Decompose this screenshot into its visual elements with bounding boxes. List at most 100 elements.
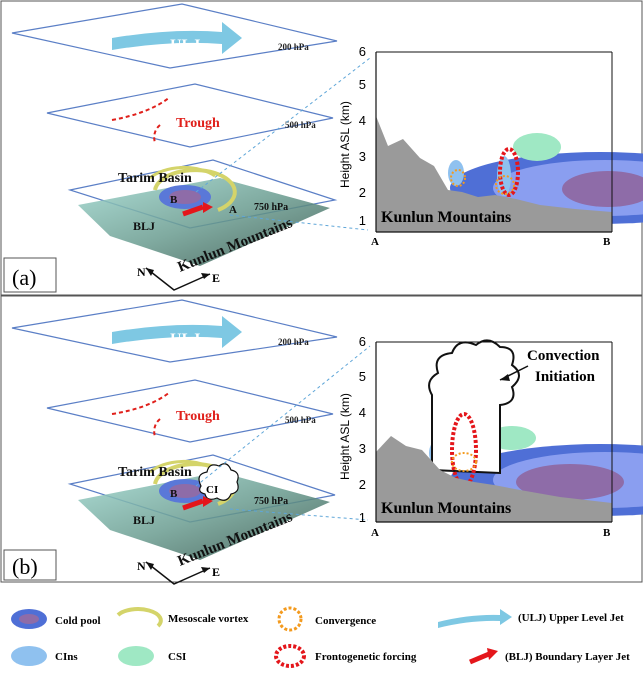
- trough-label: Trough: [176, 409, 220, 424]
- plane-200hpa: [11, 299, 338, 363]
- legend-label: CSI: [168, 651, 186, 663]
- legend: Cold pool Mesoscale vortex Convergence (…: [11, 606, 630, 668]
- compass-n-head: [146, 562, 154, 570]
- ci-cloud-icon: [198, 463, 239, 501]
- convection-pointer-head: [500, 374, 510, 381]
- plane-500hpa: [46, 83, 334, 148]
- panel-b-label: (b): [12, 554, 38, 579]
- convergence-ring: [451, 452, 477, 472]
- compass-axes: [145, 561, 211, 585]
- legend-label: CIns: [55, 651, 78, 663]
- y-axis-label: Height ASL (km): [338, 393, 352, 480]
- level-500-label: 500 hPa: [285, 415, 316, 425]
- x-end-label: B: [603, 236, 611, 248]
- y-tick: 4: [359, 405, 366, 420]
- trough-line-lower: [153, 124, 161, 144]
- point-a-label: A: [229, 204, 237, 216]
- trough-line: [111, 391, 171, 415]
- cold-pool-core-map: [169, 190, 201, 204]
- y-tick: 3: [359, 441, 366, 456]
- compass-n-label: N: [137, 265, 146, 279]
- y-tick: 4: [359, 113, 366, 128]
- compass-n-head: [146, 268, 154, 276]
- legend-label: (BLJ) Boundary Layer Jet: [505, 651, 630, 663]
- cold-pool-core: [516, 464, 624, 500]
- x-start-label: A: [371, 236, 379, 248]
- vortex-map-upper: [149, 459, 216, 474]
- trough-line-lower: [153, 418, 161, 438]
- guide-line-bottom: [229, 508, 369, 521]
- point-b-label: B: [170, 194, 178, 206]
- y-tick: 6: [359, 44, 366, 59]
- frontogenesis-ring: [498, 147, 520, 197]
- compass-n-label: N: [137, 559, 146, 573]
- y-tick: 6: [359, 334, 366, 349]
- convergence-icon: [277, 606, 303, 632]
- tarim-basin-label: Tarim Basin: [118, 465, 192, 480]
- cold-pool-core: [562, 171, 643, 207]
- legend-label: Cold pool: [55, 615, 101, 627]
- boundary-layer-jet-icon: [469, 651, 490, 665]
- compass-e-label: E: [212, 271, 220, 285]
- x-start-label: A: [371, 527, 379, 539]
- terrain-profile: [376, 436, 612, 522]
- legend-label: Frontogenetic forcing: [315, 651, 417, 663]
- panel-a-label-box: [3, 257, 57, 293]
- y-tick: 3: [359, 149, 366, 164]
- guide-line-top: [195, 57, 371, 193]
- y-tick: 2: [359, 185, 366, 200]
- csi-icon: [118, 646, 154, 666]
- panel-a-label: (a): [12, 265, 36, 290]
- point-b-label: B: [170, 488, 178, 500]
- vortex-map-upper: [149, 165, 216, 180]
- guide-line-bottom: [229, 214, 369, 231]
- upper-level-jet-icon: [438, 609, 512, 628]
- compass-e-head: [201, 567, 210, 573]
- level-750-label: 750 hPa: [254, 496, 288, 507]
- blj-arrow-map: [182, 204, 204, 217]
- y-tick: 1: [359, 213, 366, 228]
- panel-b-label-box: [3, 549, 57, 581]
- blj-label: BLJ: [133, 219, 155, 233]
- blj-arrow-head: [203, 496, 213, 507]
- legend-label: (ULJ) Upper Level Jet: [518, 612, 624, 624]
- panel-a-frame: [0, 0, 643, 296]
- level-750-label: 750 hPa: [254, 202, 288, 213]
- section-mountains-label: Kunlun Mountains: [381, 209, 511, 226]
- plane-500hpa: [46, 379, 334, 443]
- level-200-label: 200 hPa: [278, 337, 309, 347]
- trough-line: [111, 96, 171, 121]
- ulj-label: ULJ: [170, 37, 200, 54]
- terrain-profile: [376, 116, 612, 232]
- legend-label: Convergence: [315, 615, 376, 627]
- plane-200hpa: [11, 3, 338, 69]
- y-axis-label: Height ASL (km): [338, 101, 352, 188]
- y-tick: 2: [359, 477, 366, 492]
- blj-label: BLJ: [133, 513, 155, 527]
- level-500-label: 500 hPa: [285, 120, 316, 130]
- compass-axes: [145, 267, 211, 291]
- mesoscale-vortex-icon: [116, 607, 163, 628]
- x-end-label: B: [603, 527, 611, 539]
- terrain-map: [78, 178, 330, 266]
- vortex-map: [153, 168, 237, 212]
- cins-area: [448, 160, 464, 186]
- panel-a: ULJ 200 hPa Trough 500 hPa Tarim Basin B…: [3, 3, 643, 293]
- blj-arrow-head: [203, 202, 213, 213]
- blj-arrow-map: [182, 498, 204, 511]
- legend-label: Mesoscale vortex: [168, 613, 249, 625]
- cins-icon: [11, 646, 47, 666]
- terrain-map: [78, 472, 330, 560]
- y-tick: 5: [359, 77, 366, 92]
- y-tick: 1: [359, 510, 366, 525]
- convergence-ring-2: [495, 175, 515, 195]
- frontogenetic-forcing-icon: [274, 644, 306, 668]
- convection-label-line2: Initiation: [535, 369, 596, 385]
- y-tick: 5: [359, 369, 366, 384]
- guide-line-top: [195, 345, 371, 487]
- convergence-ring: [450, 169, 466, 187]
- convection-label-line1: Convection: [527, 348, 600, 364]
- csi-area: [513, 133, 561, 161]
- section-mountains-label: Kunlun Mountains: [381, 500, 511, 517]
